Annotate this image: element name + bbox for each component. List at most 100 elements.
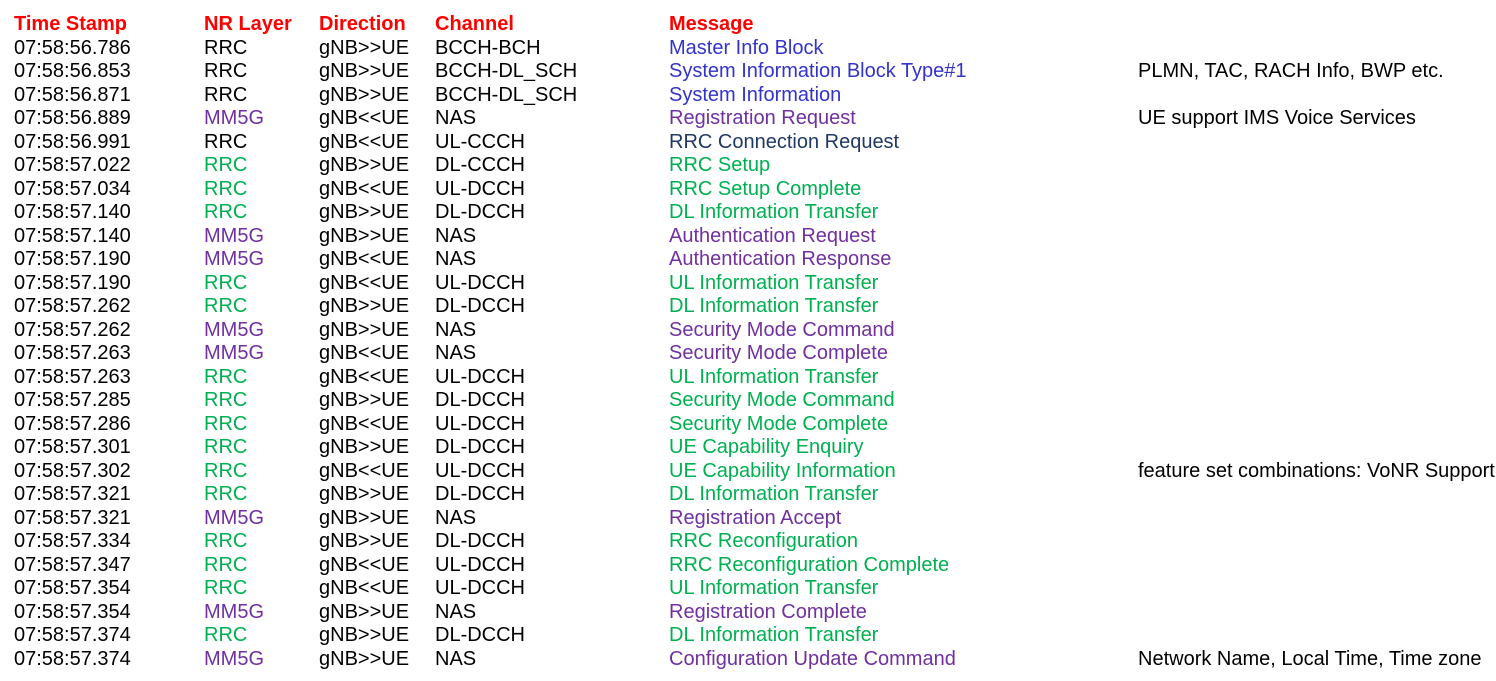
cell-channel: UL-DCCH (435, 177, 525, 200)
table-row[interactable]: 07:58:57.263 MM5G gNB<<UE NAS Security M… (0, 342, 1496, 366)
cell-direction: gNB<<UE (319, 177, 410, 200)
cell-direction: gNB<<UE (319, 248, 410, 270)
cell-time: 07:58:57.263 (14, 365, 131, 388)
cell-time: 07:58:57.301 (14, 436, 131, 458)
cell-note (1138, 389, 1496, 413)
cell-time: 07:58:57.354 (14, 577, 131, 599)
cell-layer: RRC (204, 436, 248, 458)
cell-layer: MM5G (204, 647, 264, 670)
column-header-direction: Direction (319, 13, 406, 35)
table-row[interactable]: 07:58:57.301 RRC gNB>>UE DL-DCCH UE Capa… (0, 436, 1496, 460)
cell-note (1138, 436, 1496, 460)
table-row[interactable]: 07:58:57.321 RRC gNB>>UE DL-DCCH DL Info… (0, 483, 1496, 507)
cell-channel: DL-DCCH (435, 201, 525, 223)
table-row[interactable]: 07:58:57.034 RRC gNB<<UE UL-DCCH RRC Set… (0, 178, 1496, 202)
cell-note (1138, 295, 1496, 319)
signaling-trace-table: Time Stamp NR Layer Direction Channel Me… (0, 13, 1496, 671)
table-row[interactable]: 07:58:56.871 RRC gNB>>UE BCCH-DL_SCH Sys… (0, 84, 1496, 108)
column-header-channel: Channel (435, 13, 514, 35)
cell-time: 07:58:56.786 (14, 36, 131, 59)
cell-note (1138, 225, 1496, 249)
cell-time: 07:58:57.354 (14, 600, 131, 623)
cell-layer: RRC (204, 154, 248, 176)
cell-time: 07:58:57.034 (14, 177, 131, 200)
cell-channel: DL-CCCH (435, 154, 525, 176)
table-row[interactable]: 07:58:56.786 RRC gNB>>UE BCCH-BCH Master… (0, 37, 1496, 61)
cell-channel: NAS (435, 647, 477, 670)
cell-direction: gNB<<UE (319, 342, 410, 364)
column-header-message: Message (669, 13, 754, 35)
cell-time: 07:58:57.190 (14, 271, 131, 294)
cell-time: 07:58:57.263 (14, 342, 131, 364)
cell-layer: RRC (204, 577, 248, 599)
cell-channel: DL-DCCH (435, 436, 525, 458)
cell-time: 07:58:56.871 (14, 83, 131, 106)
table-row[interactable]: 07:58:56.991 RRC gNB<<UE UL-CCCH RRC Con… (0, 131, 1496, 155)
table-row[interactable]: 07:58:57.302 RRC gNB<<UE UL-DCCH UE Capa… (0, 460, 1496, 484)
cell-note (1138, 601, 1496, 625)
cell-time: 07:58:57.286 (14, 412, 131, 435)
cell-channel: NAS (435, 342, 477, 364)
cell-message: Registration Request (669, 107, 856, 129)
cell-layer: MM5G (204, 506, 264, 529)
cell-message: Security Mode Command (669, 318, 895, 341)
cell-direction: gNB>>UE (319, 224, 410, 247)
cell-channel: UL-DCCH (435, 577, 525, 599)
cell-time: 07:58:57.321 (14, 483, 131, 505)
cell-message: UL Information Transfer (669, 577, 879, 599)
cell-direction: gNB>>UE (319, 295, 410, 317)
cell-message: RRC Setup Complete (669, 177, 862, 200)
cell-message: Security Mode Complete (669, 412, 888, 435)
cell-message: Registration Accept (669, 506, 842, 529)
table-row[interactable]: 07:58:57.140 RRC gNB>>UE DL-DCCH DL Info… (0, 201, 1496, 225)
table-row[interactable]: 07:58:57.321 MM5G gNB>>UE NAS Registrati… (0, 507, 1496, 531)
cell-time: 07:58:57.285 (14, 389, 131, 411)
table-row[interactable]: 07:58:57.140 MM5G gNB>>UE NAS Authentica… (0, 225, 1496, 249)
cell-time: 07:58:57.262 (14, 318, 131, 341)
table-row[interactable]: 07:58:57.374 MM5G gNB>>UE NAS Configurat… (0, 648, 1496, 672)
cell-note (1138, 272, 1496, 296)
table-row[interactable]: 07:58:57.354 MM5G gNB>>UE NAS Registrati… (0, 601, 1496, 625)
header-row: Time Stamp NR Layer Direction Channel Me… (0, 13, 1496, 37)
cell-message: UE Capability Enquiry (669, 436, 864, 458)
cell-channel: BCCH-DL_SCH (435, 60, 578, 82)
table-row[interactable]: 07:58:57.022 RRC gNB>>UE DL-CCCH RRC Set… (0, 154, 1496, 178)
table-row[interactable]: 07:58:57.286 RRC gNB<<UE UL-DCCH Securit… (0, 413, 1496, 437)
cell-message: Security Mode Complete (669, 342, 888, 364)
table-row[interactable]: 07:58:57.263 RRC gNB<<UE UL-DCCH UL Info… (0, 366, 1496, 390)
table-row[interactable]: 07:58:57.190 MM5G gNB<<UE NAS Authentica… (0, 248, 1496, 272)
cell-layer: RRC (204, 530, 248, 552)
cell-layer: RRC (204, 60, 248, 82)
table-row[interactable]: 07:58:57.190 RRC gNB<<UE UL-DCCH UL Info… (0, 272, 1496, 296)
cell-layer: RRC (204, 36, 248, 59)
cell-message: Configuration Update Command (669, 647, 956, 670)
cell-message: System Information Block Type#1 (669, 60, 967, 82)
table-row[interactable]: 07:58:57.334 RRC gNB>>UE DL-DCCH RRC Rec… (0, 530, 1496, 554)
cell-channel: UL-CCCH (435, 130, 525, 153)
cell-message: UL Information Transfer (669, 365, 879, 388)
table-row[interactable]: 07:58:57.262 RRC gNB>>UE DL-DCCH DL Info… (0, 295, 1496, 319)
cell-note (1138, 507, 1496, 531)
cell-message: System Information (669, 83, 842, 106)
cell-channel: NAS (435, 224, 477, 247)
table-row[interactable]: 07:58:56.853 RRC gNB>>UE BCCH-DL_SCH Sys… (0, 60, 1496, 84)
table-row[interactable]: 07:58:57.374 RRC gNB>>UE DL-DCCH DL Info… (0, 624, 1496, 648)
cell-note (1138, 84, 1496, 108)
cell-note (1138, 37, 1496, 61)
table-row[interactable]: 07:58:57.262 MM5G gNB>>UE NAS Security M… (0, 319, 1496, 343)
cell-channel: UL-DCCH (435, 459, 525, 482)
table-row[interactable]: 07:58:57.285 RRC gNB>>UE DL-DCCH Securit… (0, 389, 1496, 413)
cell-direction: gNB<<UE (319, 459, 410, 482)
cell-message: Authentication Response (669, 248, 892, 270)
cell-time: 07:58:57.321 (14, 506, 131, 529)
cell-direction: gNB<<UE (319, 553, 410, 576)
column-header-time-stamp: Time Stamp (14, 13, 127, 35)
cell-channel: NAS (435, 600, 477, 623)
cell-message: DL Information Transfer (669, 201, 879, 223)
table-row[interactable]: 07:58:57.354 RRC gNB<<UE UL-DCCH UL Info… (0, 577, 1496, 601)
cell-layer: RRC (204, 389, 248, 411)
cell-layer: MM5G (204, 342, 264, 364)
table-row[interactable]: 07:58:56.889 MM5G gNB<<UE NAS Registrati… (0, 107, 1496, 131)
table-row[interactable]: 07:58:57.347 RRC gNB<<UE UL-DCCH RRC Rec… (0, 554, 1496, 578)
cell-channel: NAS (435, 318, 477, 341)
